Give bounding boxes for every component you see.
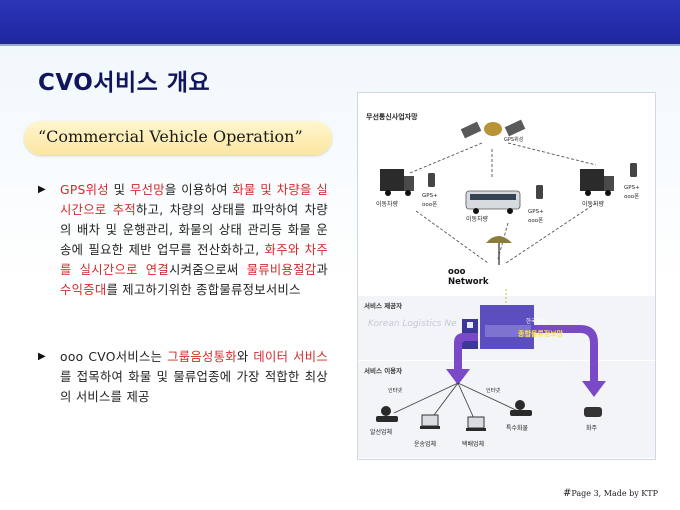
gps-phone-label-mid-1: GPS+	[528, 209, 544, 215]
user-terminal-icons	[376, 400, 602, 431]
highlight-revenue: 수익증대	[60, 283, 107, 297]
vehicle-label-right: 이동차량	[582, 201, 605, 208]
gps-phone-label-right-1: GPS+	[624, 185, 640, 191]
provider-zone-label: 서비스 제공자	[364, 302, 403, 310]
gps-phone-label-left-1: GPS+	[422, 193, 438, 199]
user-label-shipper: 화주	[586, 425, 598, 432]
gps-phone-label-mid-2: ooo폰	[528, 218, 544, 224]
footer-hash: #	[563, 488, 572, 499]
cvo-network-diagram: 무선통신사업자망 GPS위성 이동차량 GPS+ ooo폰 이동차량 GPS+ …	[357, 92, 656, 460]
footer-text: Page 3, Made by KTP	[571, 489, 658, 498]
user-zone-label: 서비스 이용자	[364, 367, 403, 375]
server-company-label: 한국통신	[526, 319, 547, 325]
bullet-triangle-icon: ▶	[38, 351, 46, 362]
user-label-couriers: 택배업체	[462, 441, 485, 448]
mobile-phone-icon	[536, 185, 543, 199]
text-run: 을 이용하여	[164, 183, 233, 197]
highlight-cost-reduction: 물류비용절감	[246, 263, 317, 277]
highlight-realtime-tracking: 화물 및 차량을 실시간으로 추적	[60, 183, 328, 217]
text-run: ooo CVO서비스는	[60, 350, 168, 364]
text-run: 시켜줌으로써	[168, 263, 247, 277]
text-run: 를 제고하기위한 종합물류정보서비스	[106, 283, 301, 297]
mobile-phone-icon	[630, 163, 637, 177]
top-bar	[0, 0, 680, 44]
server-name-label: 종합물류정보망	[518, 330, 564, 338]
user-label-special-cargo: 특수화물	[506, 425, 529, 432]
arrow-to-users-icon	[446, 333, 478, 385]
paragraph-1-text: GPS위성 및 무선망을 이용하여 화물 및 차량을 실시간으로 추적하고, 차…	[60, 180, 328, 300]
bullet-paragraph-1: ▶ GPS위성 및 무선망을 이용하여 화물 및 차량을 실시간으로 추적하고,…	[38, 180, 328, 300]
truck-icon	[580, 169, 614, 196]
internet-label-left: 인터넷	[388, 388, 402, 394]
top-bar-divider	[0, 44, 680, 46]
truck-icon	[380, 169, 414, 196]
internet-label-right: 인터넷	[486, 388, 500, 394]
text-run: 와	[236, 350, 254, 364]
gps-phone-label-right-2: ooo폰	[624, 194, 640, 200]
highlight-data-service: 데이터 서비스	[253, 350, 329, 364]
highlight-realtime-link: 화주와 차주를 실시간으로 연결	[60, 243, 328, 277]
vehicle-label-left: 이동차량	[376, 201, 399, 208]
satellite-icon	[460, 119, 526, 139]
server-box-icon	[462, 305, 534, 349]
vehicle-label-mid: 이동차량	[466, 216, 489, 223]
highlight-wireless: 무선망	[130, 183, 165, 197]
highlight-group-voice: 그룹음성통화	[167, 350, 237, 364]
user-zone	[358, 361, 655, 458]
network-label: ooo Network	[448, 267, 489, 287]
arrow-to-shipper-icon	[534, 325, 606, 397]
watermark-text: Korean Logistics Ne	[368, 319, 457, 329]
text-run: 를 접목하여 화물 및 물류업종에 가장 적합한 최상의 서비스를 제공	[60, 370, 328, 404]
user-label-carriers: 운송업체	[414, 441, 437, 448]
text-run: 및	[108, 183, 131, 197]
text-run: 하고, 차량의 상태를 파악하여 차량의 배차 및 운행관리, 화물의 상태 관…	[60, 203, 328, 257]
paragraph-2-text: ooo CVO서비스는 그룹음성통화와 데이터 서비스를 접목하여 화물 및 물…	[60, 347, 328, 407]
user-label-brokers: 알선업체	[370, 429, 393, 436]
highlight-gps: GPS위성	[60, 183, 109, 197]
bus-icon	[465, 190, 521, 214]
wireless-operator-label: 무선통신사업자망	[366, 113, 418, 121]
mobile-phone-icon	[428, 173, 435, 187]
gps-satellite-label: GPS위성	[504, 137, 524, 143]
bullet-paragraph-2: ▶ ooo CVO서비스는 그룹음성통화와 데이터 서비스를 접목하여 화물 및…	[38, 347, 328, 407]
subtitle-banner: “Commercial Vehicle Operation”	[24, 121, 332, 155]
bullet-triangle-icon: ▶	[38, 184, 46, 195]
page-footer: #Page 3, Made by KTP	[563, 488, 658, 499]
gps-phone-label-left-2: ooo폰	[422, 202, 438, 208]
slide-title: CVO서비스 개요	[38, 70, 211, 96]
antenna-dish-icon	[486, 236, 512, 265]
diagram-graphics	[376, 119, 637, 431]
text-run: 과	[316, 263, 328, 277]
subtitle-text: “Commercial Vehicle Operation”	[38, 127, 303, 146]
